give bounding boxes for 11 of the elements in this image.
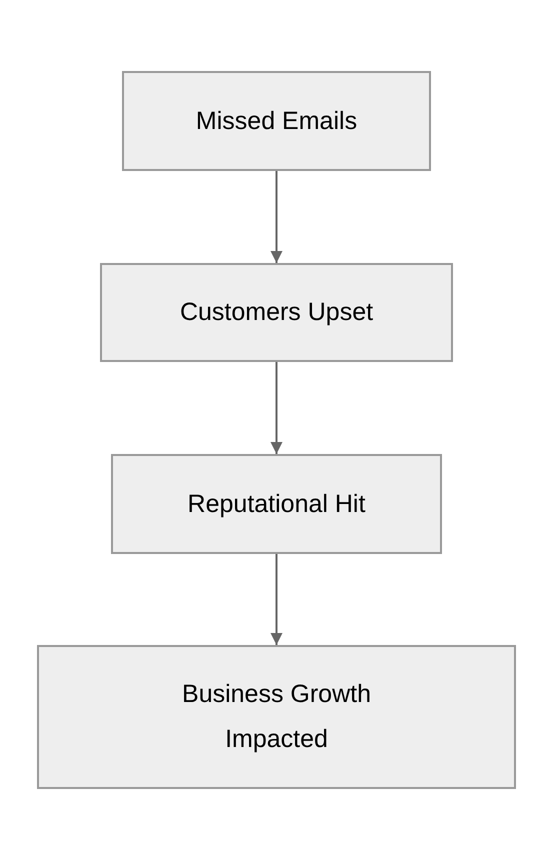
- node-label: Missed Emails: [196, 106, 358, 136]
- process-box: [111, 454, 442, 554]
- arrow: [270, 554, 282, 645]
- process-box: [100, 263, 453, 362]
- process-box: [37, 645, 516, 789]
- node-label: Reputational Hit: [188, 488, 366, 520]
- arrow: [270, 171, 282, 263]
- node-label: Customers Upset: [180, 297, 374, 328]
- arrow: [270, 362, 282, 454]
- process-box: [122, 71, 431, 171]
- node-label: Business Growth Impacted: [181, 679, 372, 755]
